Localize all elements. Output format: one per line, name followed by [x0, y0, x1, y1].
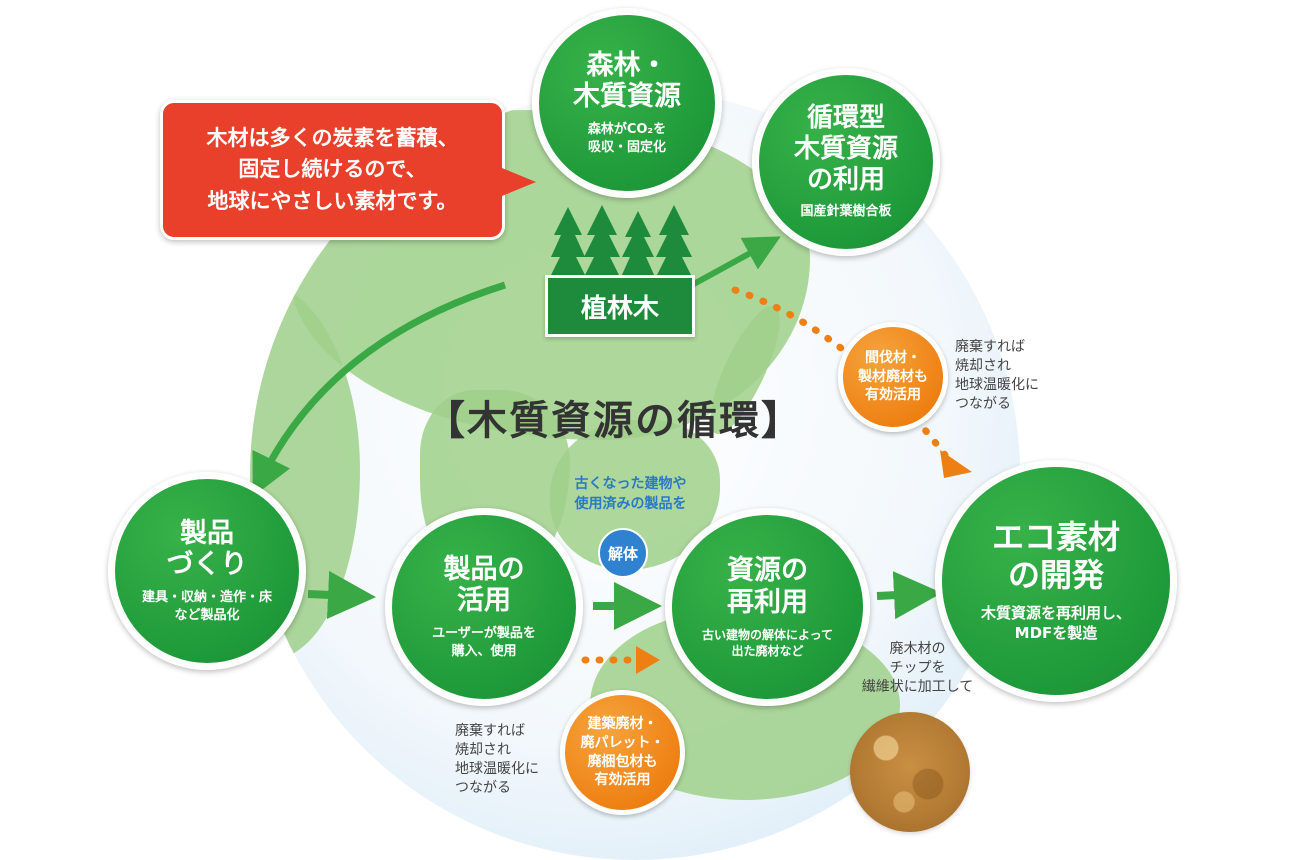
node-product-make: 製品 づくり 建具・収納・造作・床 など製品化	[108, 472, 306, 670]
node-forest: 森林・ 木質資源 森林がCO₂を 吸収・固定化	[532, 8, 722, 198]
burn-note-left: 廃棄すれば 焼却され 地球温暖化に つながる	[455, 723, 539, 796]
node-forest-sub: 森林がCO₂を 吸収・固定化	[587, 122, 667, 155]
thinning-waste-badge: 間伐材・ 製材廃材も 有効活用	[838, 322, 948, 432]
arrow-to-product-make	[252, 281, 507, 497]
diagram-title: 【木質資源の循環】	[425, 397, 803, 444]
diagram-stage: 木材は多くの炭素を蓄積、 固定し続けるので、 地球にやさしい素材です。 森林・ …	[108, 8, 1177, 860]
old-buildings-note: 古くなった建物や 使用済みの製品を	[574, 476, 687, 512]
node-resource-reuse: 資源の 再利用 古い建物の解体によって 出た廃材など	[665, 508, 870, 706]
node-recycle-title: 循環型 木質資源 の利用	[793, 103, 898, 195]
construction-waste-badge: 建築廃材・ 廃パレット・ 廃梱包材も 有効活用	[560, 690, 685, 815]
node-product-use-sub: ユーザーが製品を 購入、使用	[432, 626, 536, 659]
arrow-to-recycle	[690, 236, 781, 288]
node-forest-title: 森林・ 木質資源	[573, 49, 681, 113]
flow-arrows	[252, 236, 972, 674]
node-resource-reuse-title: 資源の 再利用	[727, 554, 808, 618]
node-eco-sub: 木質資源を再利用し、 MDFを製造	[980, 603, 1131, 642]
dismantle-badge: 解体	[598, 528, 648, 578]
node-resource-reuse-sub: 古い建物の解体によって 出た廃材など	[701, 627, 834, 658]
node-recycle: 循環型 木質資源 の利用 国産針葉樹合板	[752, 68, 940, 256]
node-eco-title: エコ素材 の開発	[991, 518, 1120, 594]
trees-icon	[550, 205, 693, 279]
node-product-use-title: 製品の 活用	[443, 553, 525, 617]
arrow-reuse-to-eco	[876, 571, 942, 620]
carbon-callout: 木材は多くの炭素を蓄積、 固定し続けるので、 地球にやさしい素材です。	[160, 100, 505, 240]
node-recycle-sub: 国産針葉樹合板	[800, 204, 892, 220]
chip-note: 廃木材の チップを 繊維状に加工して	[861, 641, 974, 695]
dotted-to-waste-head	[636, 646, 660, 674]
dotted-to-eco	[731, 286, 949, 459]
burn-note-right: 廃棄すれば 焼却され 地球温暖化に つながる	[955, 339, 1039, 412]
dotted-to-eco-head	[940, 450, 972, 478]
node-eco: エコ素材 の開発 木質資源を再利用し、 MDFを製造	[935, 460, 1177, 702]
node-product-make-sub: 建具・収納・造作・床 など製品化	[141, 590, 272, 623]
node-product-make-title: 製品 づくり	[166, 517, 248, 581]
arrow-make-to-use	[307, 570, 376, 619]
node-product-use: 製品の 活用 ユーザーが製品を 購入、使用	[385, 508, 583, 706]
wood-fiber-image	[850, 712, 970, 832]
planted-trees-label: 植林木	[545, 275, 695, 337]
callout-tail	[502, 168, 536, 196]
